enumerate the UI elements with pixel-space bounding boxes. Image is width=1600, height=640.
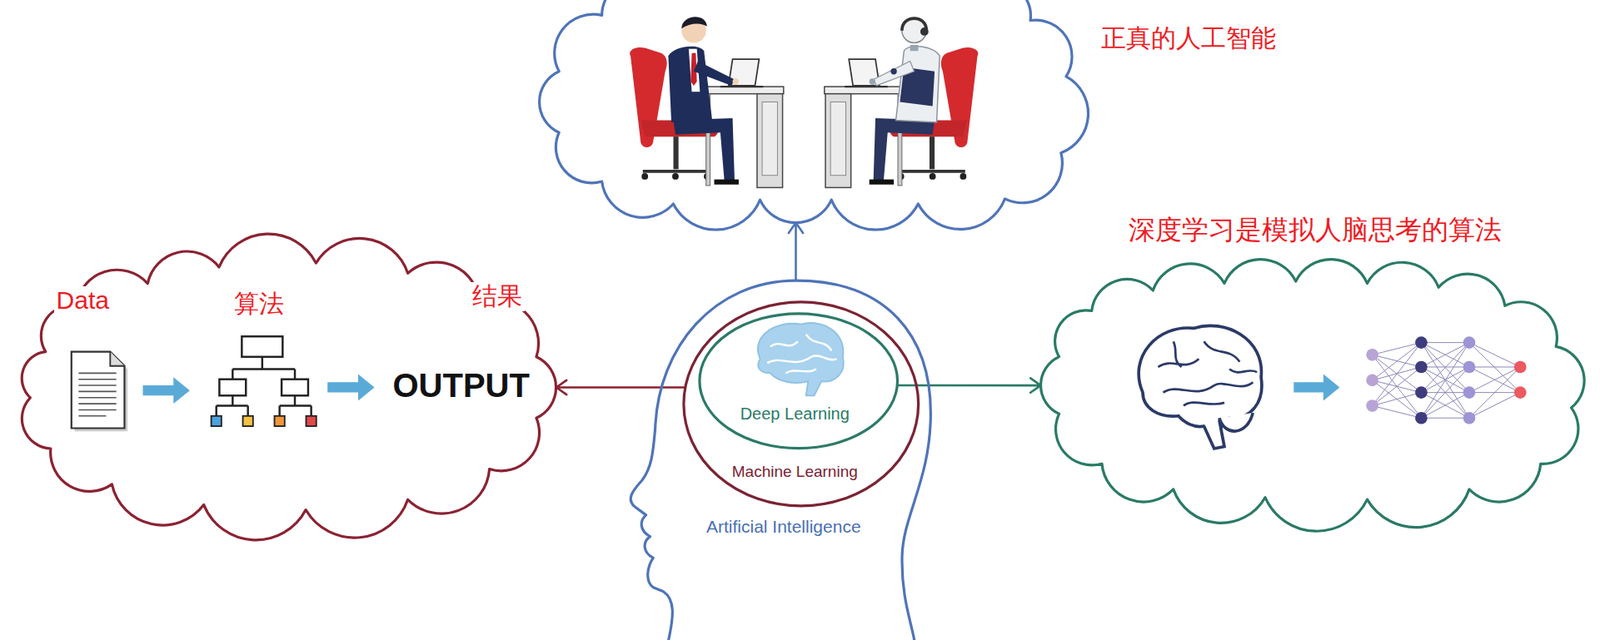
thought-cloud-shape xyxy=(22,234,557,541)
head-outline-outline xyxy=(620,275,938,640)
thought-cloud: Data 算法 结果 OUTPUT xyxy=(14,226,577,544)
annotation-label: 结果 xyxy=(469,282,525,312)
region-label: Machine Learning xyxy=(732,463,858,482)
region-label: Deep Learning xyxy=(740,404,850,424)
output-word: OUTPUT xyxy=(392,366,529,405)
human-brain-icon xyxy=(1138,325,1262,449)
flow-arrow xyxy=(1293,374,1340,402)
arrow-connector xyxy=(897,378,1042,393)
region-label: Artificial Intelligence xyxy=(706,517,862,538)
flow-arrow xyxy=(327,374,374,402)
flow-arrow xyxy=(143,377,190,404)
ellipse-region-outline xyxy=(695,309,902,454)
algorithm-tree-icon xyxy=(211,336,317,427)
thought-cloud: 深度学习是模拟人脑思考的算法 xyxy=(1020,209,1592,541)
ellipse-region: Deep Learning xyxy=(695,309,902,454)
arrow-connector xyxy=(788,223,803,281)
annotation-label: 深度学习是模拟人脑思考的算法 xyxy=(1128,214,1502,246)
neural-network-icon xyxy=(1365,336,1526,424)
businessman-figure xyxy=(629,16,784,188)
arrow-connector xyxy=(556,380,686,395)
ellipse-region: Machine Learning Deep Learning xyxy=(679,298,923,511)
thought-cloud: 正真的人工智能 xyxy=(535,0,1301,237)
annotation-label: Data xyxy=(54,286,112,316)
thought-cloud-shape xyxy=(1041,259,1586,533)
document-icon xyxy=(71,352,128,433)
robot-figure xyxy=(824,18,979,188)
ellipse-region-shape xyxy=(683,302,919,507)
annotation-label: 正真的人工智能 xyxy=(1101,24,1277,54)
thought-cloud-outline xyxy=(1020,209,1592,541)
ellipse-region-shape xyxy=(699,314,898,449)
head-outline-shape xyxy=(630,280,931,640)
thought-cloud-shape xyxy=(539,0,1089,230)
head-outline: Artificial Intelligence Machine Learning D… xyxy=(620,275,938,640)
annotation-label: 算法 xyxy=(231,289,287,320)
brain-icon xyxy=(757,323,844,396)
